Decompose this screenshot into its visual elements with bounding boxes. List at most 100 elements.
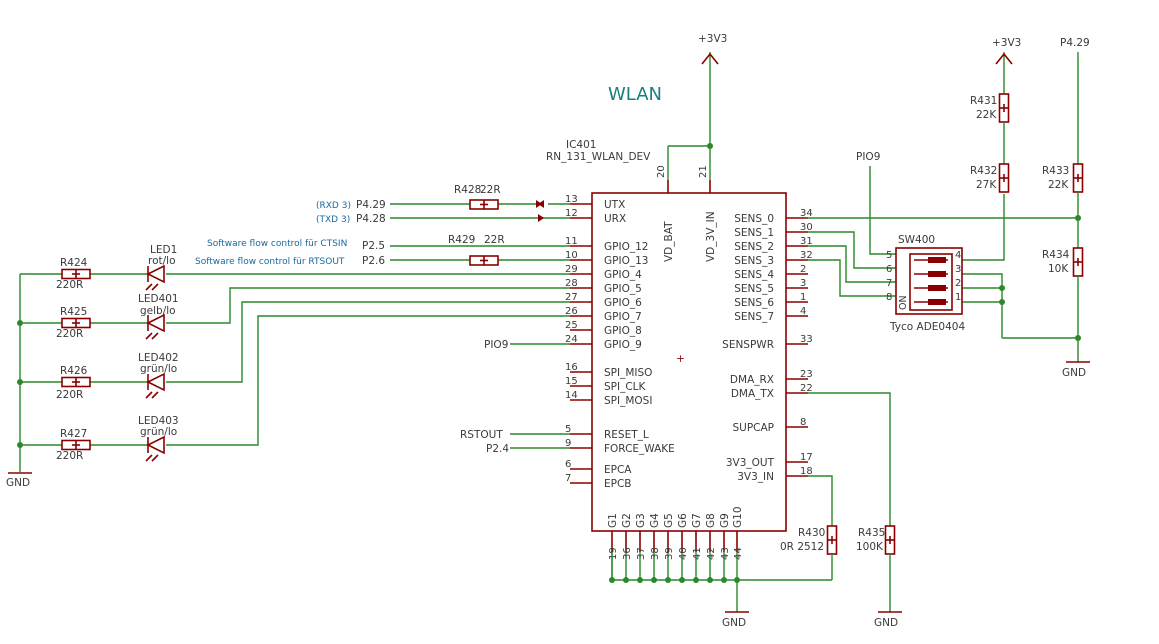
ic-bottom-pin-name: G7 [691,513,703,528]
led1-ref: LED1 [150,244,177,256]
ic-right-pin-num: 18 [800,466,813,477]
ic-left-pin-num: 6 [565,459,571,470]
r431-ref: R431 [970,95,997,107]
ic401-ref: IC401 [566,139,596,151]
ic-right-pin-num: 30 [800,222,813,233]
ic-right-pin-name: SENS_4 [734,269,774,281]
ic-left-pin-num: 24 [565,334,578,345]
supply-3v3-top-label: +3V3 [698,33,727,45]
resistor-r430: R430 0R 2512 [780,475,838,580]
led402-ref: LED402 [138,352,179,364]
ic-bottom-pin-num: 44 [733,547,744,560]
gnd-left-label: GND [6,477,30,489]
ic-left-pin-num: 10 [565,250,578,261]
ic-right-pin-name: SENSPWR [722,339,774,351]
ic-bottom-pin-num: 38 [650,547,661,560]
ic-left-pin-num: 5 [565,424,571,435]
r429-value: 22R [484,234,505,246]
ic-left-pin-name: GPIO_5 [604,283,642,295]
ic-bottom-pin-name: G8 [705,513,717,528]
ic-left-pin-num: 14 [565,390,578,401]
r425-value: 220R [56,328,83,340]
ic-right-pin-name: SENS_1 [734,227,774,239]
r428-ref: R428 [454,184,481,196]
ic-left-pin-num: 9 [565,438,571,449]
sw400-pin-right-1: 3 [955,264,961,275]
ic-top-pin-name-1: VD_3V_IN [705,211,717,262]
ic-right-pin-name: SENS_3 [734,255,774,267]
ic-bottom-pin-name: G5 [663,513,675,528]
sw400-pin-left-2: 7 [886,278,892,289]
ic-bottom-pin-num: 39 [664,547,675,560]
ic-right-pin-num: 22 [800,383,813,394]
ic-right-pin-num: 34 [800,208,813,219]
ic-left-pin-name: GPIO_8 [604,325,642,337]
ic-bottom-pin-name: G1 [607,513,619,528]
sw400-pin-left-1: 6 [886,264,892,275]
ic-left-pin-name: URX [604,213,626,225]
net-p428-label: P4.28 [356,213,386,225]
supply-3v3-right: +3V3 [992,37,1021,94]
resistor-r435: R435 100K GND [808,392,902,629]
ic-right-pin-num: 1 [800,292,806,303]
ic-left-pin-name: SPI_CLK [604,381,647,393]
sw400-value: Tyco ADE0404 [889,321,965,333]
r424-value: 220R [56,279,83,291]
ic-left-pin-num: 12 [565,208,578,219]
sw400-on-label: ON [898,295,909,310]
r426-ref: R426 [60,365,88,377]
resistor-r434: R434 10K GND [1042,247,1090,379]
r432-ref: R432 [970,165,997,177]
gnd-right-label: GND [1062,367,1086,379]
led403-value: grün/lo [140,426,177,438]
ic-left-pin-num: 13 [565,194,578,205]
r429-ref: R429 [448,234,475,246]
net-rxd-label: (RXD 3) [316,201,351,211]
schematic-title: WLAN [608,84,662,105]
ic-top-pin-num-0: 20 [656,165,667,178]
ic-bottom-pin-name: G2 [621,513,633,528]
ic-bottom-pin-num: 19 [608,547,619,560]
ic-right-pin-name: DMA_TX [731,388,774,400]
net-rstout-label: RSTOUT [460,429,503,441]
ic-left-pin-name: GPIO_9 [604,339,642,351]
ic-left-pin-num: 16 [565,362,578,373]
svg-text:+: + [676,353,685,365]
ic401-body [591,192,787,532]
ic-right-pin-num: 3 [800,278,806,289]
net-txd-label: (TXD 3) [316,215,350,225]
ic-right-pin-name: SUPCAP [732,422,774,434]
sens-wiring: PIO9 [808,151,1081,341]
comment-rts: Software flow control für RTSOUT [195,257,345,267]
net-p429-right: P4.29 [1060,37,1090,164]
r435-value: 100K [856,541,884,553]
ic-bottom-pins: 19G136G237G338G439G540G641G742G843G944G1… [607,507,744,583]
ic-left-pin-name: GPIO_7 [604,311,642,323]
ic-right-pin-num: 2 [800,264,806,275]
ic-left-pin-name: SPI_MOSI [604,395,652,407]
led403-ref: LED403 [138,415,179,427]
resistor-r425: R425 220R [56,306,91,340]
resistor-r427: R427 220R [56,428,91,462]
ic-bottom-pin-name: G9 [719,513,731,528]
ic-right-pin-name: SENS_0 [734,213,774,225]
ic-right-pin-num: 17 [800,452,813,463]
net-pio9-left: PIO9 [484,339,508,351]
ic-bottom-pin-num: 40 [678,547,689,560]
gnd-bottom-label: GND [722,617,746,629]
r427-value: 220R [56,450,83,462]
led401-value: gelb/lo [140,305,176,317]
ic-bottom-pin-name: G3 [635,513,647,528]
sw400-pin-right-3: 1 [955,292,961,303]
ic-bottom-pin-num: 41 [692,547,703,560]
net-p25-label: P2.5 [362,240,385,252]
ic-left-pin-num: 11 [565,236,578,247]
ic-right-pin-name: 3V3_OUT [726,457,775,469]
comment-cts: Software flow control für CTSIN [207,239,347,249]
led401: LED401 gelb/lo [138,293,179,340]
ic-top-pin-name-0: VD_BAT [663,221,675,262]
led-wiring: GND [6,273,570,489]
net-p26-label: P2.6 [362,255,385,267]
led1: LED1 rot/lo [145,244,177,291]
ic-left-pin-num: 15 [565,376,578,387]
